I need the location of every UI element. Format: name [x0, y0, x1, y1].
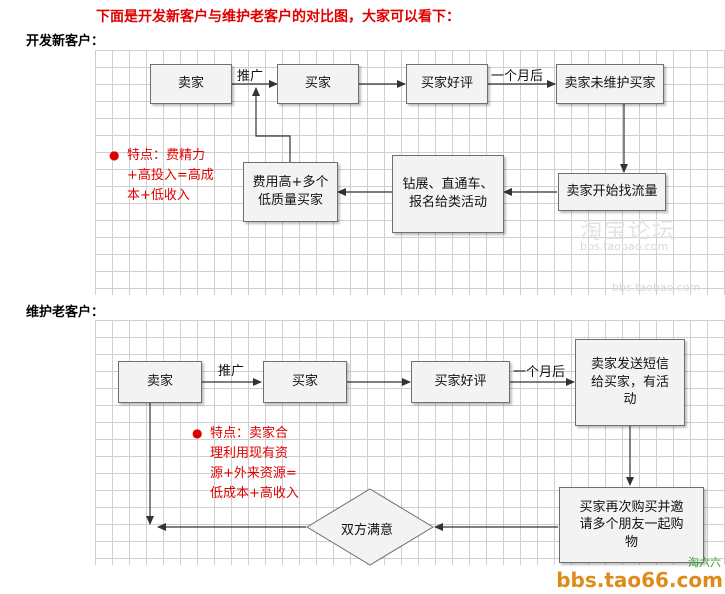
logo-tag: 淘六六	[688, 556, 721, 569]
activities-line-2: 报名给类活动	[408, 195, 487, 210]
repurchase-line-2: 请多个朋友一起购	[579, 517, 684, 533]
node-seller-not-maintaining: 卖家未维护买家	[556, 64, 664, 104]
feature2-line-3: 源+外来资源=	[210, 466, 297, 482]
label-one-month-later: 一个月后	[491, 69, 544, 84]
watermark-url-2: bbs.taobao.com	[612, 281, 701, 294]
highcost-line-2: 低质量买家	[257, 193, 323, 208]
section-title-maintain-customers: 维护老客户：	[26, 305, 105, 320]
label-promotion: 推广	[237, 69, 264, 84]
activities-line-1: 钻展、直通车、	[402, 177, 494, 193]
feature2-line-2: 理利用现有资	[210, 446, 289, 462]
feature-line-1: 特点：费精力	[127, 148, 206, 163]
sms-line-3: 动	[623, 392, 637, 408]
diamond-label-win-win: 双方满意	[341, 523, 394, 538]
sms-line-2: 给买家，有活	[590, 374, 669, 390]
decision-diamond-win-win	[306, 488, 434, 566]
repurchase-line-1: 买家再次购买并邀	[579, 499, 684, 515]
watermark-forum: 淘宝论坛	[580, 219, 677, 244]
node-good-review: 买家好评	[406, 64, 488, 104]
node-start-traffic: 卖家开始找流量	[558, 173, 666, 211]
node-buyer-2: 买家	[263, 361, 347, 403]
highcost-line-1: 费用高+多个	[252, 175, 329, 191]
node-high-cost: 费用高+多个 低质量买家	[243, 162, 338, 222]
sms-line-1: 卖家发送短信	[590, 357, 669, 373]
feature-line-2: +高投入=高成	[127, 168, 214, 184]
node-repurchase: 买家再次购买并邀 请多个朋友一起购 物	[559, 487, 704, 563]
node-send-sms: 卖家发送短信 给买家，有活 动	[575, 339, 685, 426]
node-buyer: 买家	[277, 64, 359, 104]
label-promotion-2: 推广	[218, 364, 245, 379]
feature-note-new-customers: ● 特点：费精力 +高投入=高成 本+低收入	[109, 146, 214, 206]
node-seller: 卖家	[150, 64, 232, 104]
node-good-review-2: 买家好评	[411, 361, 510, 403]
page-heading: 下面是开发新客户与维护老客户的对比图，大家可以看下：	[96, 9, 460, 25]
repurchase-line-3: 物	[624, 534, 638, 550]
site-logo: bbs.tao66.com	[556, 568, 723, 592]
arrow-highcost-back	[252, 87, 291, 162]
bullet-icon: ●	[109, 148, 120, 162]
feature2-line-4: 低成本+高收入	[210, 486, 299, 502]
feature2-line-1: 特点：卖家合	[210, 426, 289, 441]
label-one-month-later-2: 一个月后	[513, 365, 566, 380]
bullet-icon-2: ●	[192, 426, 203, 440]
section-title-new-customers: 开发新客户：	[26, 34, 105, 49]
feature-note-maintain-customers: ● 特点：卖家合 理利用现有资 源+外来资源= 低成本+高收入	[192, 424, 299, 505]
node-seller-2: 卖家	[118, 361, 202, 403]
node-ad-activities: 钻展、直通车、 报名给类活动	[392, 155, 504, 233]
feature-line-3: 本+低收入	[127, 188, 190, 204]
watermark-url: bbs.taobao.com	[580, 240, 669, 253]
